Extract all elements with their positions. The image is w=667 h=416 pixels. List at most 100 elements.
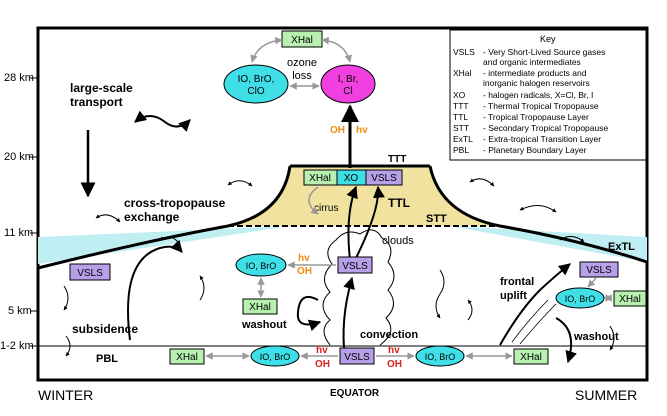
oh-label: OH <box>387 359 402 370</box>
exchange-arrow-right <box>519 205 557 213</box>
extl-label: ExTL <box>608 241 635 253</box>
ozone-label: ozone <box>287 57 317 69</box>
cirrus-arrow <box>308 186 319 215</box>
io-bro-oval-pbl-left <box>250 345 300 367</box>
equator-label: EQUATOR <box>330 388 380 399</box>
vsls-label: VSLS <box>371 173 397 184</box>
key-desc: - Thermal Tropical Tropopause <box>483 101 599 111</box>
uplift-arrow-left <box>127 239 183 341</box>
mixing-arrow <box>199 275 205 301</box>
io-bro-oval-mid <box>235 253 287 277</box>
exchange-label: exchange <box>124 210 180 224</box>
vsls-box-left <box>69 263 111 281</box>
key-box <box>449 29 647 161</box>
convection-label: convection <box>360 329 418 341</box>
key-desc: - intermediate products and <box>483 68 587 78</box>
io-bro-label: IO, BrO <box>260 352 291 362</box>
hv-label: hv <box>298 253 310 264</box>
exchange-arrow-right <box>559 236 585 243</box>
key-desc: - Secondary Tropical Tropopause <box>483 123 608 133</box>
i-br-cl-label: I, Br, <box>338 74 359 85</box>
key-abbr: PBL <box>453 145 469 155</box>
key-entries: VSLS - Very Short-Lived Source gases and… <box>453 47 608 155</box>
ttl-label: TTL <box>388 196 410 210</box>
oh-label: OH <box>330 125 345 136</box>
io-bro-label: IO, BrO <box>246 261 277 271</box>
key-desc: inorganic halogen reservoirs <box>483 78 590 88</box>
transport-label: transport <box>70 95 123 109</box>
xhal-label: XHal <box>309 173 331 184</box>
key-desc: - Extra-tropical Transition Layer <box>483 134 601 144</box>
frontal-label: frontal <box>500 276 534 288</box>
altitude-1-2km: 1-2 km <box>0 340 34 352</box>
hv-label: hv <box>388 345 400 356</box>
mixing-arrow <box>435 269 445 319</box>
altitude-11km: 11 km <box>4 227 33 239</box>
xhal-box-right <box>613 290 647 307</box>
ttt-label: TTT <box>388 154 406 165</box>
vsls-label: VSLS <box>342 261 368 272</box>
key-abbr: ExTL <box>453 134 473 144</box>
xhal-label: XHal <box>520 352 542 363</box>
washout-arrow <box>296 296 322 332</box>
vsls-box-ttl <box>365 169 403 186</box>
i-br-cl-label: Cl <box>343 86 352 97</box>
mixing-arrow <box>467 299 473 321</box>
vsls-box-mid <box>337 256 373 274</box>
tropopause-left <box>37 165 292 270</box>
clouds-label: clouds <box>382 235 414 247</box>
vsls-box-pbl <box>339 347 375 365</box>
key-abbr: STT <box>453 123 469 133</box>
frontal-cloud-lines <box>511 299 557 345</box>
large-scale-wave-arrow <box>134 110 191 132</box>
stt-label: STT <box>426 213 447 225</box>
key-abbr: VSLS <box>453 47 475 57</box>
subsidence-label: subsidence <box>72 322 138 336</box>
exchange-arrow <box>227 180 253 187</box>
mixing-arrow <box>609 325 615 351</box>
altitude-28km: 28 km <box>4 72 34 84</box>
pbl-label: PBL <box>96 353 118 365</box>
altitude-20km: 20 km <box>4 151 34 163</box>
winter-label: WINTER <box>38 387 93 403</box>
xhal-label: XHal <box>291 35 313 46</box>
reaction-arrow <box>587 277 597 288</box>
altitude-ticks <box>30 77 38 347</box>
frontal-uplift-arrow <box>499 263 571 346</box>
xo-label: XO <box>344 173 359 184</box>
washout-arrow-right <box>555 317 577 364</box>
io-bro-clo-label: ClO <box>247 86 264 97</box>
summer-label: SUMMER <box>575 387 637 403</box>
convective-arrow <box>354 185 385 261</box>
key-desc: - Planetary Boundary Layer <box>483 145 587 155</box>
convective-arrow <box>346 185 358 261</box>
washout-right-label: washout <box>573 331 619 343</box>
tropopause-right <box>428 165 648 264</box>
key-desc: - Very Short-Lived Source gases <box>483 47 605 57</box>
uplift-label: uplift <box>500 290 527 302</box>
cloud-outline <box>322 229 395 346</box>
subsidence-arrow <box>63 285 69 311</box>
key-desc: - Tropical Tropopause Layer <box>483 112 589 122</box>
io-bro-clo-oval <box>223 64 289 104</box>
washout-left-label: washout <box>241 319 287 331</box>
io-bro-oval-pbl-right <box>415 345 465 367</box>
cycle-arrow <box>250 36 283 63</box>
oh-label: OH <box>297 266 312 277</box>
hv-label: hv <box>316 345 328 356</box>
io-bro-oval-right <box>555 287 605 309</box>
exchange-arrow <box>95 214 121 223</box>
vsls-box-right <box>579 261 619 278</box>
xhal-box-mid <box>242 298 278 315</box>
xhal-box-pbl-left <box>169 348 205 365</box>
extl-band-right <box>450 226 647 262</box>
cross-tropopause-label: cross-tropopause <box>124 196 226 210</box>
cycle-arrow <box>321 36 352 63</box>
key-abbr: TTL <box>453 112 468 122</box>
subsidence-arrow <box>65 335 71 357</box>
vsls-label: VSLS <box>586 265 612 276</box>
large-scale-label: large-scale <box>70 81 133 95</box>
xhal-label: XHal <box>176 352 198 363</box>
